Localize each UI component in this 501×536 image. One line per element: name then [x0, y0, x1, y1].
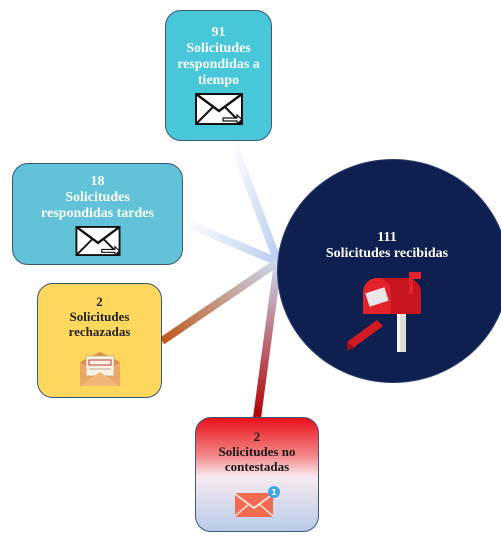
center-received-node: 111 Solicitudes recibidas [277, 159, 501, 383]
envelope-icon [75, 226, 121, 261]
connector-late [181, 218, 280, 266]
node-label: Solicitudes respondidas a tiempo [177, 41, 260, 89]
node-label: Solicitudes no contestadas [218, 443, 296, 474]
center-count: 111 [377, 230, 397, 245]
node-count: 18 [90, 174, 105, 189]
node-responded-late: 18 Solicitudes respondidas tardes [12, 163, 183, 265]
node-count: 2 [253, 429, 261, 444]
connector-rejected [159, 258, 281, 345]
node-count: 2 [96, 294, 103, 309]
node-unanswered: 2 Solicitudes no contestadas 1 [195, 417, 319, 532]
connector-unanswered [253, 261, 282, 419]
node-label: Solicitudes rechazadas [68, 308, 131, 339]
node-rejected: 2 Solicitudes rechazadas [37, 283, 162, 398]
connector-on-time [228, 138, 282, 264]
rejected-letter-icon [79, 351, 120, 390]
node-responded-on-time: 91 Solicitudes respondidas a tiempo [165, 10, 272, 141]
node-label: Solicitudes respondidas tardes [41, 190, 154, 222]
center-label: Solicitudes recibidas [325, 246, 449, 261]
notification-mail-icon: 1 [232, 485, 282, 523]
svg-text:1: 1 [271, 488, 277, 497]
mailbox-icon [278, 268, 496, 357]
node-count: 91 [211, 25, 226, 40]
envelope-icon [194, 93, 243, 130]
